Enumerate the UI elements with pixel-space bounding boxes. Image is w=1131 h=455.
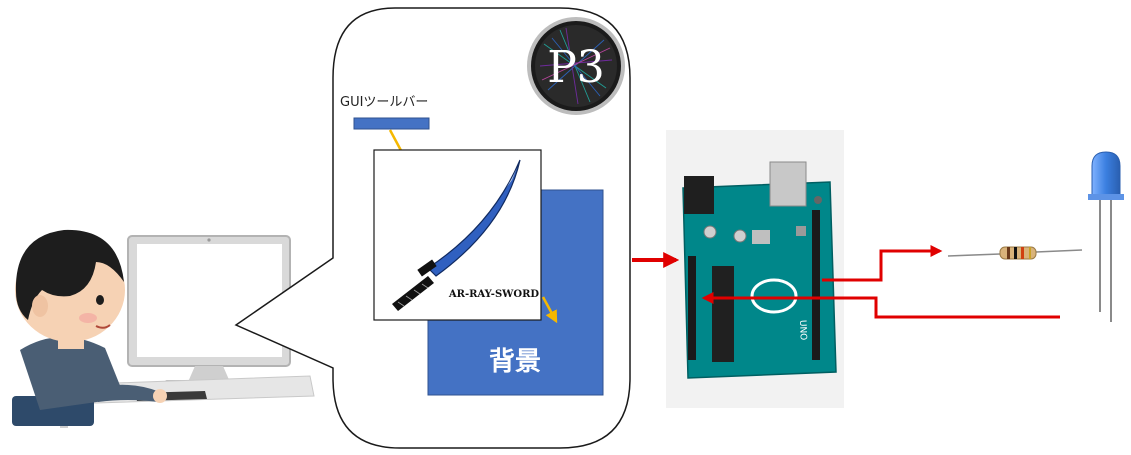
gui-toolbar-bar [353,117,430,130]
led-to-arduino-wire [701,292,1060,319]
gui-toolbar-label: GUIツールバー [340,95,428,110]
sword-caption: AR-RAY-SWORD [448,289,540,300]
person-hair [15,229,124,320]
arduino-uno-board: UNO [682,161,837,379]
monitor [127,235,291,386]
person-at-computer-illustration [12,229,315,428]
svg-text:UNO: UNO [797,320,808,341]
arduino-to-resistor-wire [822,245,943,282]
logo-text: P3 [547,42,605,93]
sword-arrow [541,296,558,324]
resistor [947,246,1083,260]
sword-icon [392,159,521,311]
background-label: 背景 [489,347,541,377]
blue-led [1088,151,1124,322]
processing-logo: P3 [527,17,625,115]
